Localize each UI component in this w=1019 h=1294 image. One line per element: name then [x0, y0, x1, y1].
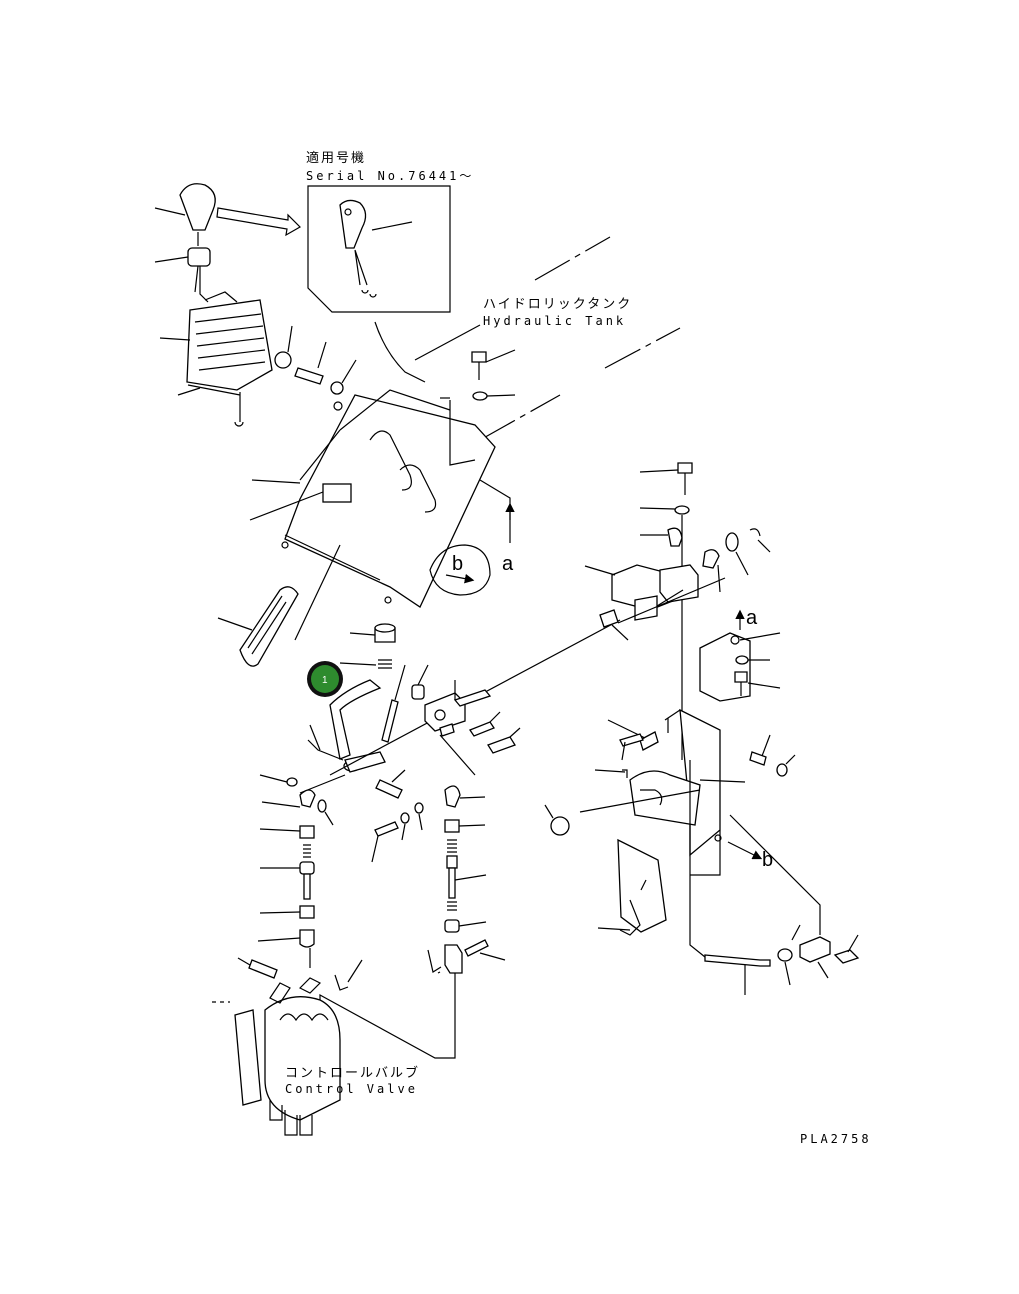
lever-boot [159, 291, 273, 427]
center-rod-assembly [319, 785, 506, 1059]
serial-inset: 適用号機 Serial No.76441～ [306, 150, 474, 313]
ref-b-label-2: b [762, 849, 773, 871]
inset-arrow [216, 207, 301, 237]
lever-linkage [299, 619, 621, 799]
lower-plate [597, 838, 667, 936]
right-upper-fasteners [639, 462, 771, 760]
callout-badge-number: 1 [322, 675, 328, 686]
lower-frame: b [544, 708, 796, 876]
detail-b-bubble: b [429, 544, 491, 596]
mount-bracket [249, 389, 496, 608]
joint-block [411, 664, 521, 776]
valve-en-label: Control Valve [285, 1082, 418, 1096]
control-valve: コントロールバルブ Control Valve [212, 957, 420, 1136]
ref-a2-label: a [746, 607, 758, 629]
ref-a-arrow-right: a [735, 607, 758, 630]
left-rod-assembly [257, 774, 334, 968]
lever-nut [154, 247, 211, 303]
serial-jp-label: 適用号機 [306, 150, 366, 166]
lower-rods [689, 760, 860, 995]
ref-a-label: a [502, 553, 514, 575]
callout-badge-1[interactable]: 1 [307, 661, 343, 697]
ref-a-arrow: a [479, 479, 515, 575]
callout-badge-fill [311, 665, 339, 693]
right-pivot-block [584, 564, 726, 641]
upper-bolts [274, 321, 516, 401]
valve-jp-label: コントロールバルブ [285, 1065, 420, 1081]
bushing-spring [339, 623, 396, 669]
drawing-code: PLA2758 [800, 1132, 872, 1146]
ref-b-label-1: b [452, 553, 463, 575]
lever-knob [154, 183, 216, 246]
angle-bracket [699, 632, 781, 702]
hydraulic-tank-label: ハイドロリックタンク Hydraulic Tank [414, 236, 681, 441]
rubber-grommet [217, 544, 341, 667]
tank-jp-label: ハイドロリックタンク [483, 297, 632, 312]
serial-en-label: Serial No.76441～ [306, 169, 474, 183]
tank-en-label: Hydraulic Tank [483, 314, 626, 328]
